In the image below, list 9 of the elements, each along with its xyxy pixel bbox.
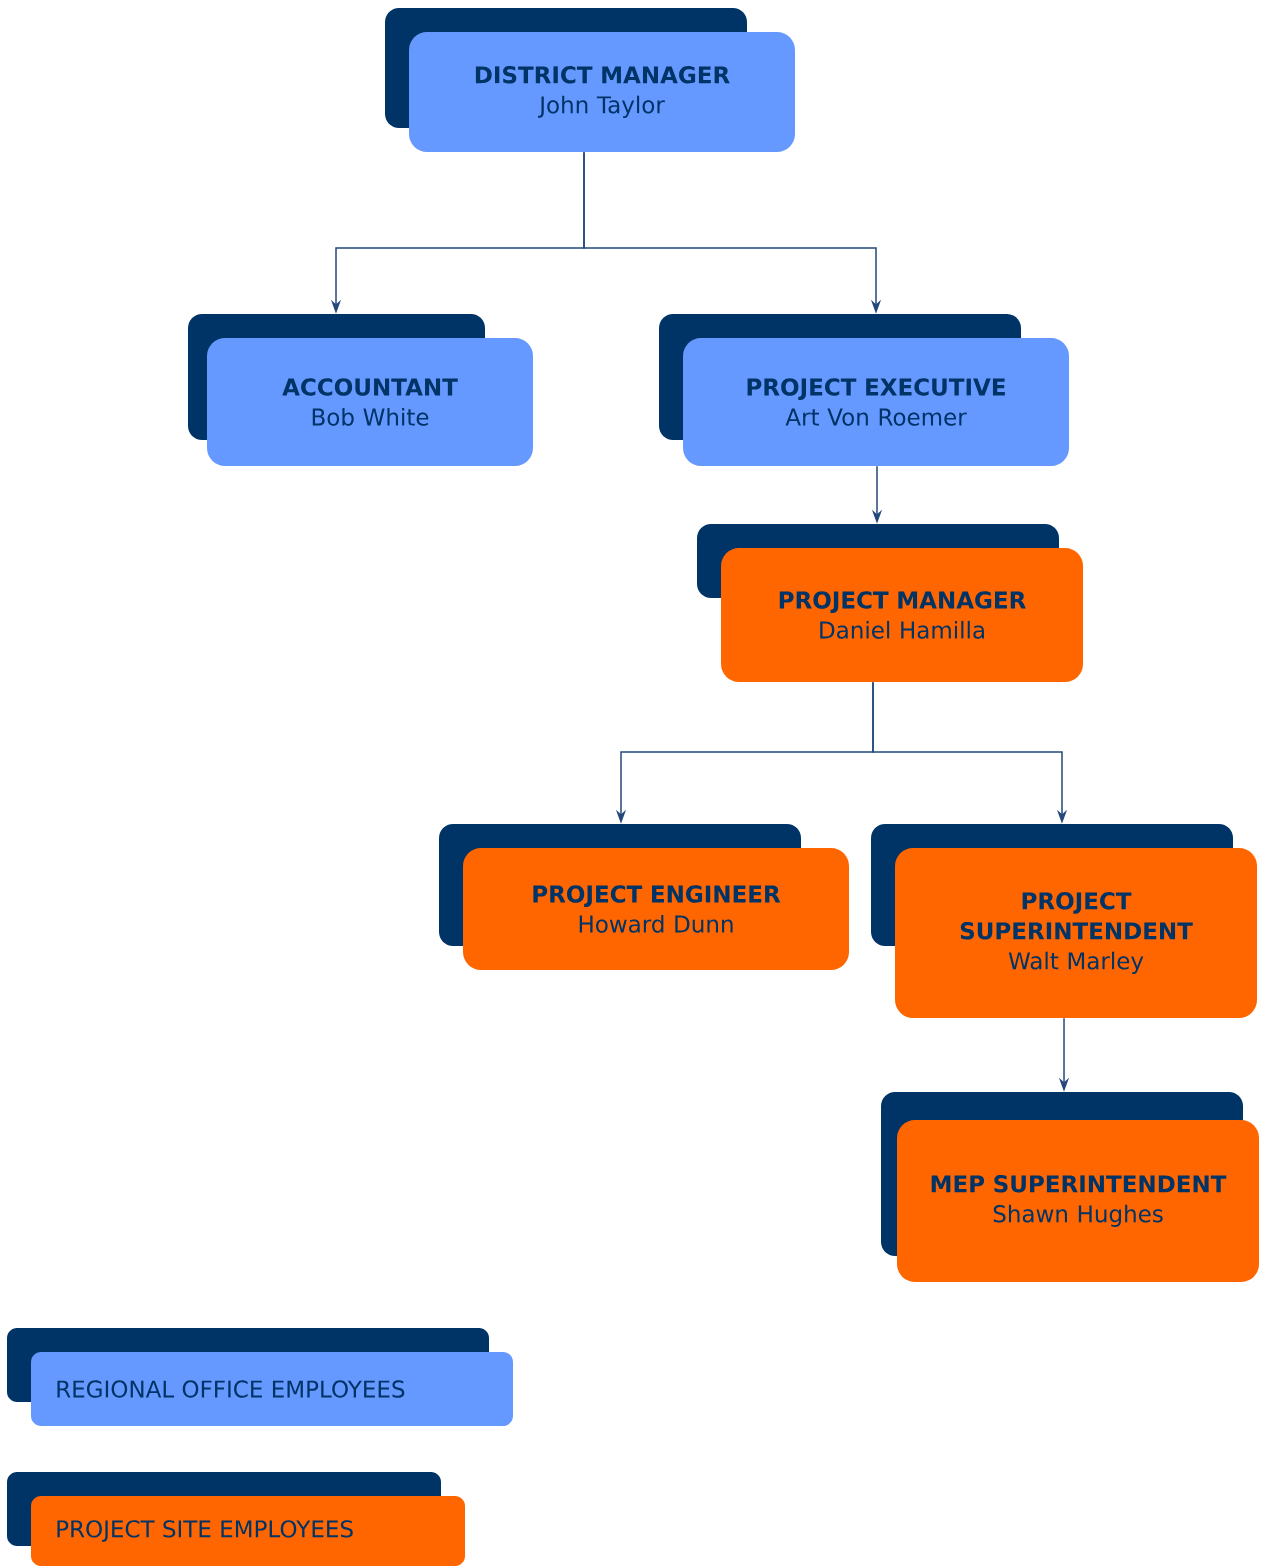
org-box: MEP SUPERINTENDENT Shawn Hughes (881, 1092, 1259, 1282)
org-box: PROJECT EXECUTIVE Art Von Roemer (659, 314, 1069, 466)
org-box: DISTRICT MANAGER John Taylor (385, 8, 795, 152)
legend-text: PROJECT SITE EMPLOYEES (57, 1520, 353, 1542)
org-box: PROJECT SUPERINTENDENT Walt Marley (871, 824, 1257, 1018)
org-box: PROJECT ENGINEER Howard Dunn (439, 824, 849, 970)
org-box: ACCOUNTANT Bob White (188, 314, 533, 466)
org-box: PROJECT MANAGER Daniel Hamilla (697, 524, 1083, 682)
legend-text: REGIONAL OFFICE EMPLOYEES (57, 1380, 405, 1398)
